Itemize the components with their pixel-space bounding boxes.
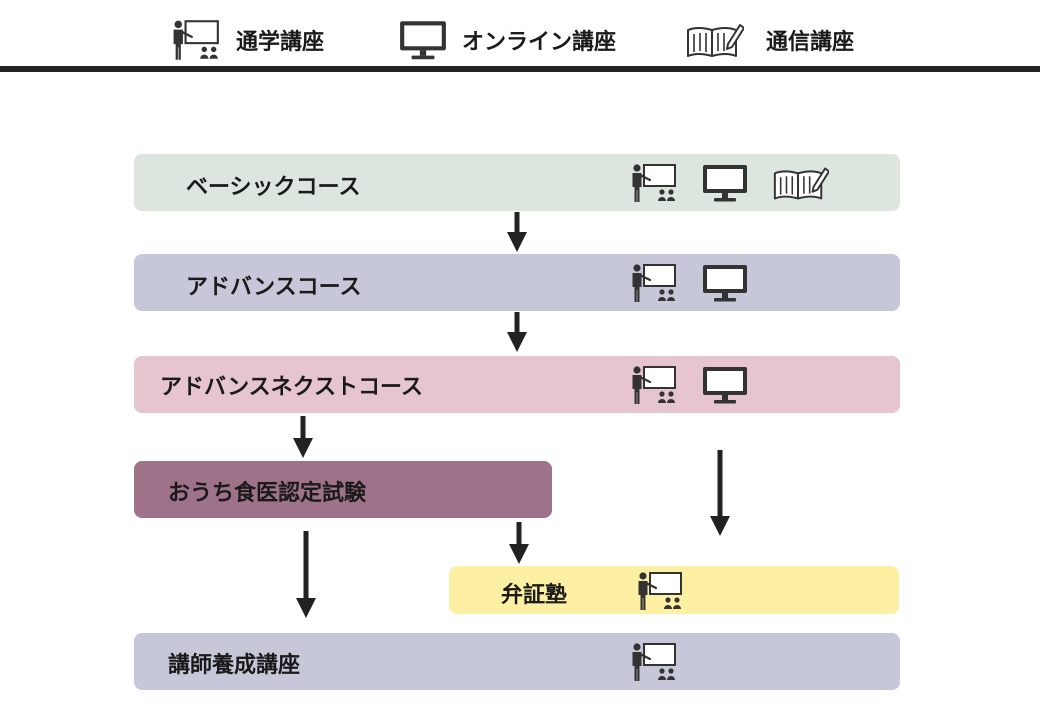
legend-online-label: オンライン講座 bbox=[462, 30, 617, 55]
course-box-bensho: 弁証塾 bbox=[449, 566, 899, 614]
course-label-advance: アドバンスコース bbox=[186, 275, 362, 300]
legend-correspondence: 通信講座 bbox=[684, 18, 854, 62]
course-label-basic: ベーシックコース bbox=[186, 175, 361, 200]
course-box-basic: ベーシックコース bbox=[134, 154, 900, 211]
course-box-advance-next: アドバンスネクストコース bbox=[134, 356, 900, 413]
course-label-instructor: 講師養成講座 bbox=[168, 653, 301, 678]
course-label-bensho: 弁証塾 bbox=[501, 583, 568, 608]
legend-correspondence-label: 通信講座 bbox=[766, 30, 855, 55]
course-box-advance: アドバンスコース bbox=[134, 254, 900, 311]
course-label-ouchi-exam: おうち食医認定試験 bbox=[168, 481, 367, 506]
course-label-advance-next: アドバンスネクストコース bbox=[160, 375, 423, 400]
legend-classroom: 通学講座 bbox=[172, 18, 324, 62]
legend-classroom-label: 通学講座 bbox=[236, 30, 325, 55]
legend-divider bbox=[0, 66, 1040, 72]
legend-online: オンライン講座 bbox=[398, 18, 616, 62]
course-box-instructor: 講師養成講座 bbox=[134, 633, 900, 690]
course-box-ouchi-exam: おうち食医認定試験 bbox=[134, 461, 552, 518]
